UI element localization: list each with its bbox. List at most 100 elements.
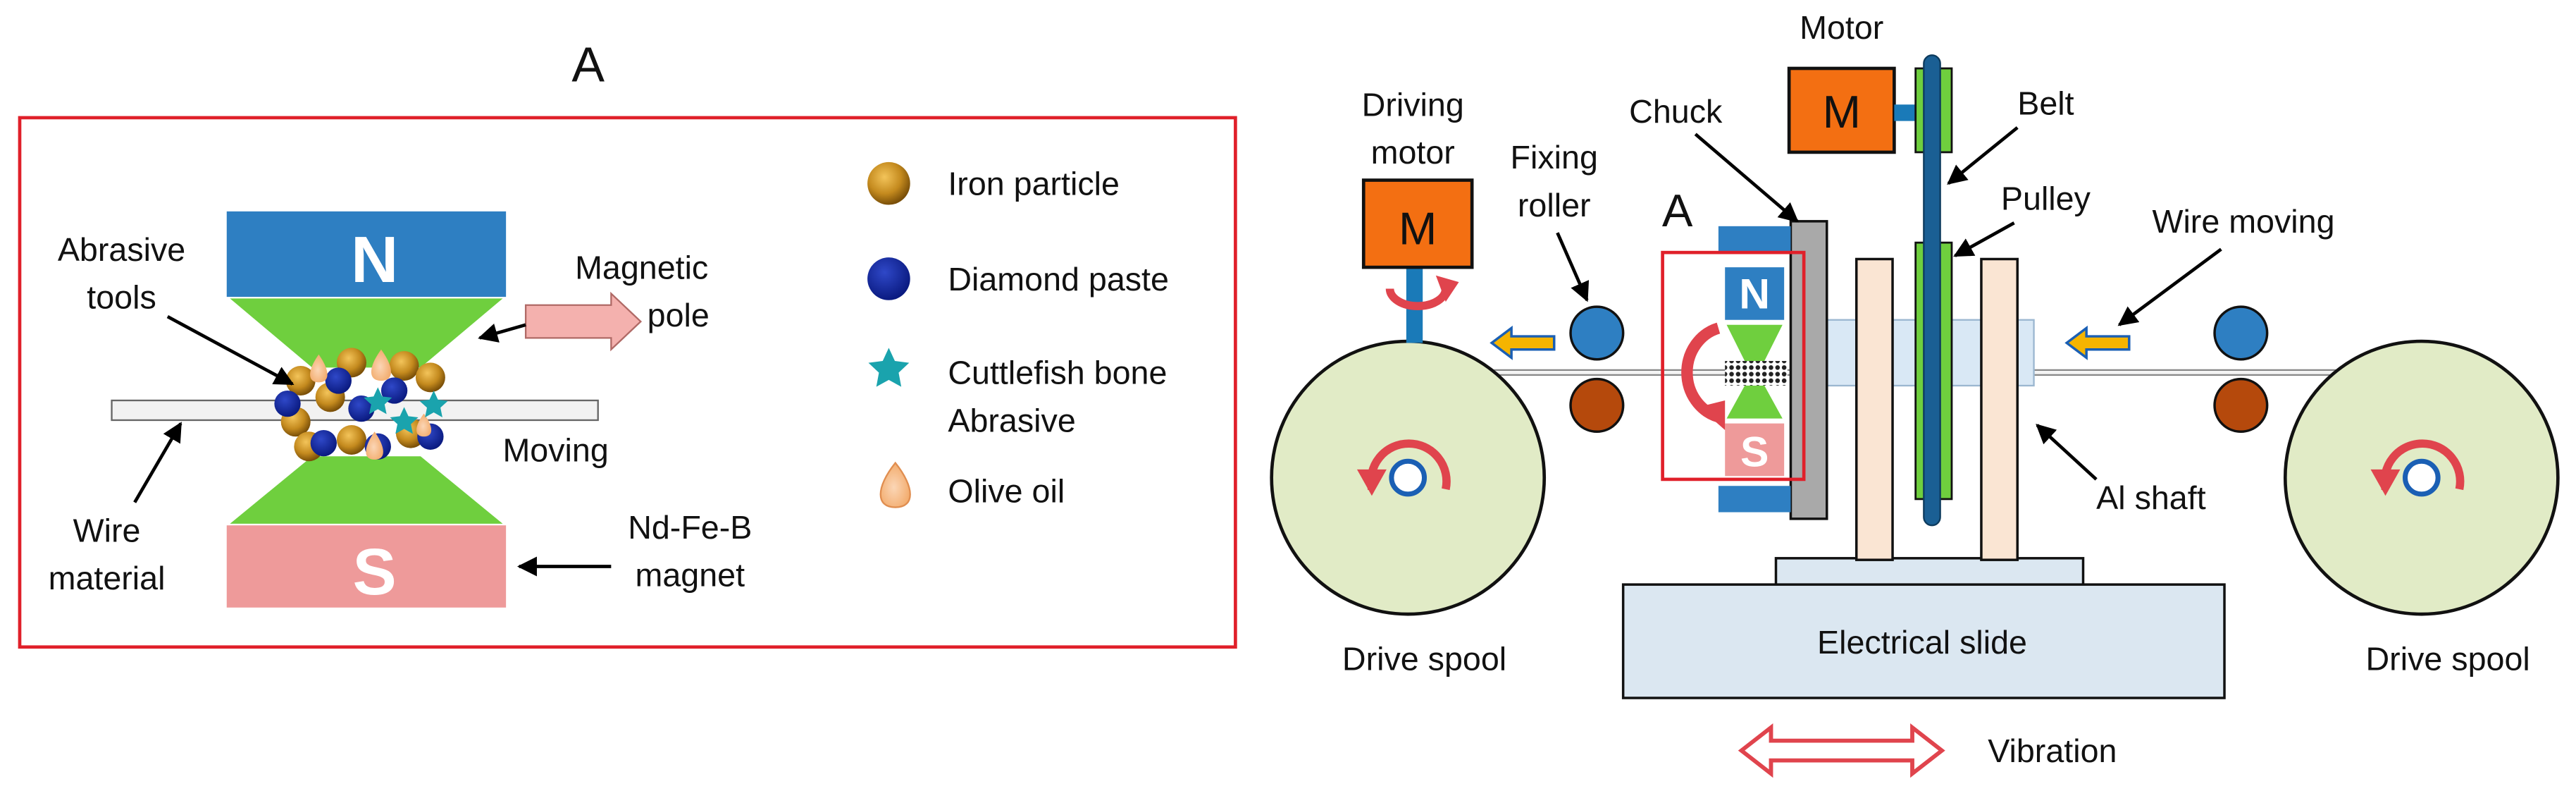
setup-north-pole xyxy=(1721,264,1788,324)
fixing-roller-label: roller xyxy=(1518,187,1591,223)
fixing-roller-top-left xyxy=(1569,305,1625,361)
cuttlefish-abrasive-star xyxy=(364,387,392,415)
legend-iron-particle: Iron particle xyxy=(948,166,1120,202)
pulley-pointer xyxy=(1953,221,2015,257)
wire-material-label: material xyxy=(49,560,166,596)
setup-south-pole xyxy=(1721,419,1788,479)
chuck xyxy=(1789,220,1828,520)
cuttlefish-abrasive-star xyxy=(419,391,448,418)
setup-abrasive-mesh xyxy=(1725,361,1788,386)
wire-material-label: Wire xyxy=(73,513,141,549)
fixing-roller-top-right xyxy=(2213,305,2269,361)
olive-oil-drop xyxy=(366,431,383,460)
legend: Iron particle Diamond paste Cuttlefish b… xyxy=(867,161,1169,510)
magnet-label: magnet xyxy=(636,556,745,593)
chuck-label: Chuck xyxy=(1629,93,1723,130)
driving-motor-symbol: M xyxy=(1399,202,1437,254)
motor-shaft xyxy=(1894,104,1918,121)
lower-pole-tip xyxy=(230,456,503,524)
cuttlefish-abrasive-star xyxy=(390,407,419,434)
belt xyxy=(1923,54,1941,527)
drive-spool-left-label: Drive spool xyxy=(1342,640,1506,677)
south-magnet-label: S xyxy=(353,535,397,608)
panel-a-frame xyxy=(18,116,1237,649)
setup-upper-pole-tip xyxy=(1726,324,1783,362)
wire-material-pointer xyxy=(133,422,182,503)
diamond-particle xyxy=(348,396,375,422)
south-magnet xyxy=(226,525,507,608)
legend-diamond-paste: Diamond paste xyxy=(948,261,1169,298)
vibration-label: Vibration xyxy=(1988,732,2117,769)
belt-label: Belt xyxy=(2017,85,2074,121)
upper-pole-tip xyxy=(230,298,503,368)
pulley-label: Pulley xyxy=(2001,180,2091,217)
legend-olive-oil: Olive oil xyxy=(948,473,1065,510)
al-shaft-pointer xyxy=(2036,424,2098,481)
wire-moving-label: Wire moving xyxy=(2152,203,2334,240)
chuck-pointer xyxy=(1694,133,1799,223)
north-magnet xyxy=(226,211,507,298)
driving-motor-rotation-head xyxy=(1435,275,1459,302)
spool-left-rotation-head xyxy=(1356,469,1387,496)
olive-oil-drop xyxy=(416,413,432,437)
abrasive-cluster xyxy=(274,348,448,462)
vibration-arrow xyxy=(1738,723,1945,778)
setup-lower-pole-tip xyxy=(1726,386,1783,419)
magnetic-pole-label: Magnetic xyxy=(575,249,708,286)
slide-top-plate xyxy=(1774,557,2085,589)
spool-right-rotation-head xyxy=(2370,469,2401,496)
setup-a-marker: A xyxy=(1662,185,1693,236)
olive-oil-icon xyxy=(879,461,911,508)
cuttlefish-star-icon xyxy=(868,348,910,387)
driving-motor xyxy=(1361,178,1474,269)
magnetic-pole-arrow xyxy=(524,291,643,352)
drive-spool-right-label: Drive spool xyxy=(2366,640,2530,677)
motor-label: Motor xyxy=(1800,9,1883,46)
chuck-bottom-clamp xyxy=(1718,486,1791,513)
diamond-particle xyxy=(325,367,352,394)
drive-spool-left-hub xyxy=(1389,458,1428,497)
al-shaft-label: Al shaft xyxy=(2096,479,2206,516)
fixing-roller-bottom-right xyxy=(2213,377,2269,434)
moving-label: Moving xyxy=(502,431,608,468)
abrasive-tools-pointer xyxy=(166,315,295,386)
belt-pointer xyxy=(1947,126,2019,185)
abrasive-tools-label: tools xyxy=(87,278,156,315)
driving-motor-rotation xyxy=(1385,288,1450,311)
chuck-top-clamp xyxy=(1718,226,1791,253)
olive-oil-drop xyxy=(371,349,391,381)
fixing-roller-pointer xyxy=(1556,232,1590,302)
setup-north-label: N xyxy=(1739,269,1770,317)
driving-motor-label: motor xyxy=(1371,134,1455,171)
iron-particle-icon xyxy=(867,161,910,205)
iron-particle xyxy=(415,362,445,393)
magnetic-pole-label: pole xyxy=(648,297,710,333)
abrasive-tools-label: Abrasive xyxy=(58,231,185,268)
setup-a-frame xyxy=(1661,250,1806,482)
driving-motor-label: Driving xyxy=(1362,87,1464,123)
fixing-roller-label: Fixing xyxy=(1511,139,1598,176)
pillar-left xyxy=(1854,257,1894,561)
iron-particle xyxy=(389,351,419,381)
diamond-particle xyxy=(310,429,337,457)
wire-direction-arrow-left xyxy=(1490,325,1556,360)
motor-symbol: M xyxy=(1823,86,1861,137)
magnetic-pole-pointer xyxy=(478,323,526,343)
legend-cuttlefish-bone: Cuttlefish bone xyxy=(948,355,1167,391)
motor xyxy=(1787,66,1896,154)
magnet-label: Nd-Fe-B xyxy=(628,509,752,546)
diamond-paste-icon xyxy=(867,257,910,300)
wire-moving-pointer xyxy=(2117,247,2222,326)
pillar-right xyxy=(1980,257,2019,561)
electrical-slide-label: Electrical slide xyxy=(1817,624,2027,661)
setup-south-label: S xyxy=(1740,427,1769,475)
panel-a-title: A xyxy=(571,37,605,92)
north-magnet-label: N xyxy=(351,223,398,296)
wire-direction-arrow-right xyxy=(2064,325,2131,360)
drive-spool-right-hub xyxy=(2403,458,2441,497)
magnet-rotation-head xyxy=(1698,400,1726,430)
legend-cuttlefish-abrasive: Abrasive xyxy=(948,402,1075,439)
electrical-slide xyxy=(1621,583,2226,699)
diamond-particle xyxy=(274,391,301,417)
iron-particle xyxy=(336,424,366,455)
